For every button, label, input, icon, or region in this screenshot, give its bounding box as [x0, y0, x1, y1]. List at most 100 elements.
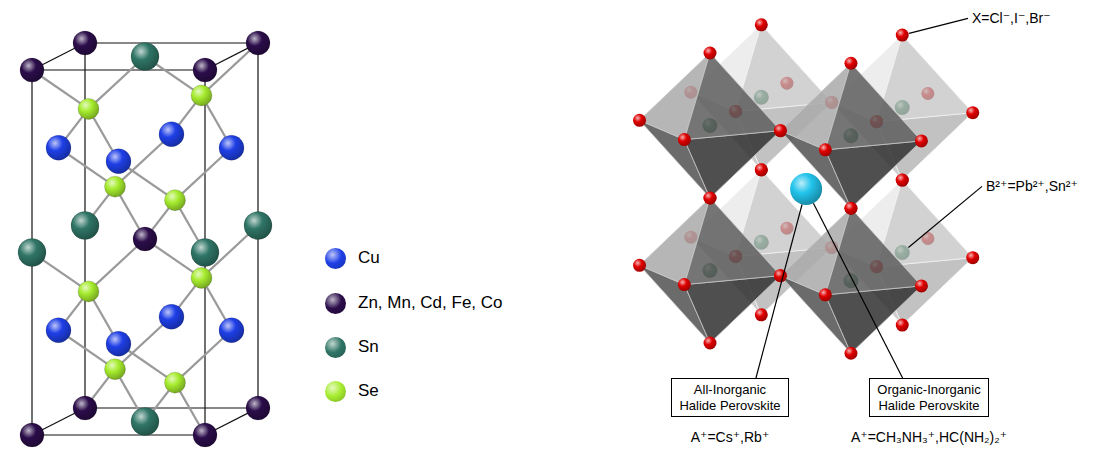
x-site-atom	[774, 269, 787, 282]
atom-sphere	[159, 304, 184, 329]
octahedron-face	[684, 53, 780, 140]
x-site-atom	[704, 192, 717, 205]
x-site-atom	[896, 319, 909, 332]
x-site-atom	[819, 288, 832, 301]
legend-swatch	[325, 293, 346, 314]
x-site-atom	[819, 143, 832, 156]
legend-row: Se	[325, 379, 379, 403]
atom-sphere	[219, 135, 244, 160]
atom-sphere	[78, 98, 99, 119]
atom-sphere	[246, 396, 270, 420]
cell-edge	[32, 434, 205, 435]
cell-edge	[32, 69, 205, 70]
octahedron-face	[684, 198, 780, 285]
x-site-atom	[966, 106, 979, 119]
atom-sphere	[46, 318, 71, 343]
a-site-atom	[790, 173, 822, 205]
atom-sphere	[133, 227, 157, 251]
callout-box: All-Inorganic Halide PerovskiteA⁺=Cs⁺,Rb…	[671, 378, 789, 417]
atom-sphere	[131, 43, 159, 71]
x-site-atom	[844, 57, 857, 70]
atom-sphere	[191, 239, 219, 267]
x-site-atom	[755, 18, 768, 31]
cation-formula: A⁺=CH₃NH₃⁺,HC(NH₂)₂⁺	[851, 429, 1007, 446]
legend-text: Sn	[358, 337, 379, 357]
legend-text: Se	[358, 381, 379, 401]
cell-edge	[85, 407, 258, 408]
legend-row: Cu	[325, 246, 380, 270]
atom-sphere	[193, 423, 217, 447]
x-site-atom	[774, 269, 787, 282]
legend-swatch	[325, 248, 346, 269]
atom-sphere	[106, 331, 131, 356]
atom-sphere	[244, 212, 272, 240]
atom-sphere	[219, 318, 244, 343]
cation-formula: A⁺=Cs⁺,Rb⁺	[691, 429, 770, 446]
atom-sphere	[246, 31, 270, 55]
legend-row: Sn	[325, 335, 379, 359]
legend-swatch	[325, 381, 346, 402]
atom-sphere	[20, 58, 44, 82]
atom-sphere	[165, 190, 186, 211]
x-site-atom	[633, 259, 646, 272]
cell-edge	[85, 42, 258, 43]
atom-sphere	[105, 359, 126, 380]
x-site-atom	[844, 202, 857, 215]
x-site-atom	[704, 192, 717, 205]
box-text: Organic-Inorganic Halide Perovskite	[876, 382, 982, 413]
site-label: B²⁺=Pb²⁺,Sn²⁺	[986, 178, 1078, 195]
atom-sphere	[78, 281, 99, 302]
octahedron-face	[684, 131, 780, 198]
x-site-atom	[755, 163, 768, 176]
x-site-atom	[844, 202, 857, 215]
octahedron	[774, 57, 928, 215]
octahedron	[633, 192, 787, 350]
octahedron	[633, 47, 787, 205]
leader-line	[813, 203, 902, 378]
legend-swatch	[325, 337, 346, 358]
x-site-atom	[755, 163, 768, 176]
atom-sphere	[73, 31, 97, 55]
x-site-atom	[896, 174, 909, 187]
x-site-atom	[755, 308, 768, 321]
x-site-atom	[844, 347, 857, 360]
legend-text: Cu	[358, 248, 380, 268]
unit-cell	[18, 31, 272, 447]
leader-lines	[756, 18, 982, 378]
atom-sphere	[71, 212, 99, 240]
octahedron-face	[825, 63, 921, 150]
site-label: X=Cl⁻,I⁻,Br⁻	[972, 10, 1051, 27]
atom-sphere	[191, 267, 212, 288]
x-site-atom	[915, 134, 928, 147]
atom-sphere	[105, 176, 126, 197]
x-site-atom	[678, 133, 691, 146]
legend-row: Zn, Mn, Cd, Fe, Co	[325, 291, 503, 315]
x-site-atom	[774, 124, 787, 137]
x-site-atom	[774, 124, 787, 137]
atom-sphere	[165, 372, 186, 393]
x-site-atom	[966, 251, 979, 264]
x-site-atom	[896, 174, 909, 187]
atom-sphere	[73, 396, 97, 420]
leader-line	[756, 204, 802, 378]
atom-sphere	[159, 122, 184, 147]
x-site-atom	[915, 279, 928, 292]
atom-sphere	[20, 423, 44, 447]
x-site-atom	[896, 29, 909, 42]
atom-sphere	[193, 58, 217, 82]
atom-sphere	[106, 149, 131, 174]
octahedron-face	[825, 208, 921, 295]
callout-box: Organic-Inorganic Halide PerovskiteA⁺=CH…	[869, 378, 989, 417]
octahedron-face	[684, 276, 780, 343]
leader-line	[909, 18, 968, 33]
legend-text: Zn, Mn, Cd, Fe, Co	[358, 293, 503, 313]
atom-sphere	[131, 408, 159, 436]
perovskite-lattice	[633, 18, 979, 359]
box-text: All-Inorganic Halide Perovskite	[678, 382, 782, 413]
atom-sphere	[191, 85, 212, 106]
octahedron-face	[825, 141, 921, 208]
x-site-atom	[633, 114, 646, 127]
leader-line	[908, 186, 982, 247]
atom-sphere	[18, 239, 46, 267]
